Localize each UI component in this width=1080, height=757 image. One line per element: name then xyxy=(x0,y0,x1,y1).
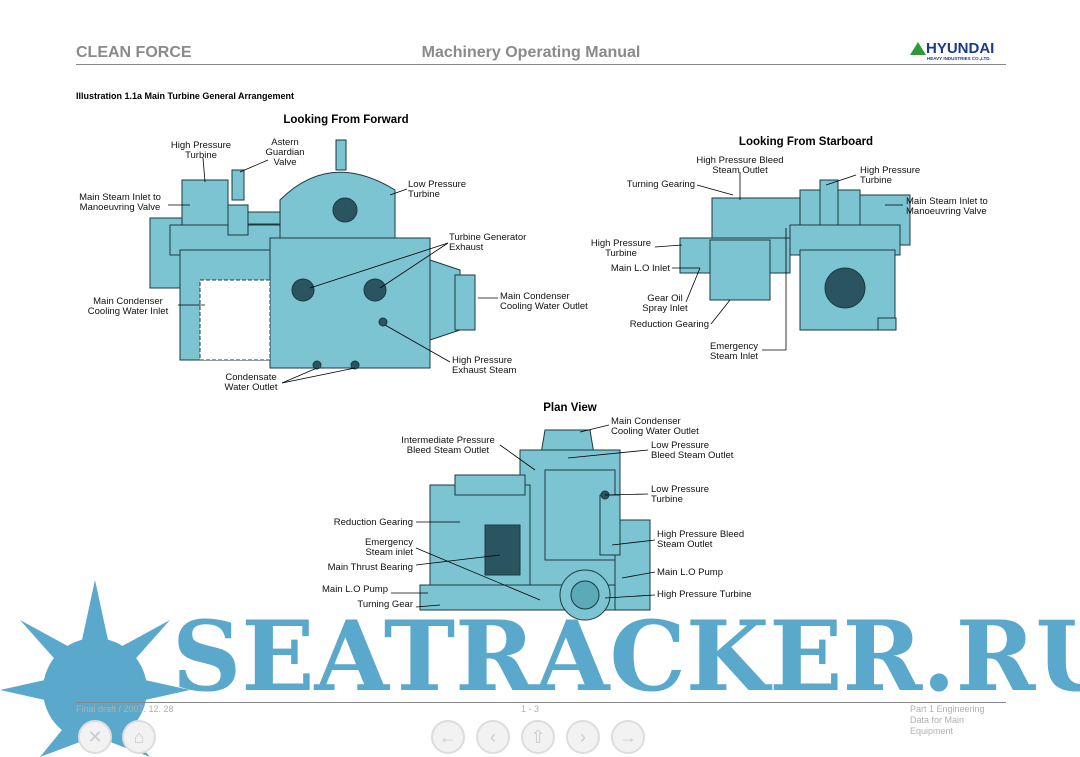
label-condenser-outlet: Main Condenser Cooling Water Outlet xyxy=(611,416,699,437)
label-emergency-steam-inlet: Emergency Steam Inlet xyxy=(709,341,759,362)
footer-page-number: 1 - 3 xyxy=(520,704,540,714)
label-hp-exhaust-steam: High Pressure Exhaust Steam xyxy=(452,355,517,376)
label-main-thrust-bearing: Main Thrust Bearing xyxy=(327,562,413,573)
label-reduction-gearing: Reduction Gearing xyxy=(629,319,709,330)
chevron-right-icon: › xyxy=(580,727,586,747)
footer-section: Part 1 Engineering Data for Main Equipme… xyxy=(910,704,985,736)
label-condenser-inlet: Main Condenser Cooling Water Inlet xyxy=(87,296,169,317)
label-hp-turbine: High Pressure Turbine xyxy=(657,589,752,600)
label-hp-turbine: High Pressure Turbine xyxy=(860,165,921,186)
plan-view-drawing xyxy=(419,429,651,621)
label-ip-bleed-steam: Intermediate Pressure Bleed Steam Outlet xyxy=(401,435,495,456)
label-condenser-outlet: Main Condenser Cooling Water Outlet xyxy=(500,291,588,312)
label-hp-bleed-steam: High Pressure Bleed Steam Outlet xyxy=(657,529,745,550)
label-main-lo-pump-right: Main L.O Pump xyxy=(657,567,723,578)
contents-button[interactable]: ⇧ xyxy=(521,720,555,754)
up-page-icon: ⇧ xyxy=(530,727,546,747)
header-left: CLEAN FORCE xyxy=(76,44,192,61)
arrow-left-icon: ← xyxy=(439,727,457,747)
chevron-left-icon: ‹ xyxy=(490,727,496,747)
footer-divider xyxy=(76,702,1006,703)
label-hp-bleed-steam: High Pressure Bleed Steam Outlet xyxy=(696,155,784,176)
label-astern-guardian-valve: Astern Guardian Valve xyxy=(265,137,305,168)
header-divider xyxy=(76,64,1006,65)
last-page-button[interactable]: → xyxy=(611,720,645,754)
forward-view-title: Looking From Forward xyxy=(283,114,409,126)
label-lp-turbine: Low Pressure Turbine xyxy=(651,484,710,505)
label-main-steam-inlet: Main Steam Inlet to Manoeuvring Valve xyxy=(906,196,988,217)
close-icon: ✕ xyxy=(87,727,103,747)
home-button[interactable]: ⌂ xyxy=(122,720,156,754)
label-condensate-outlet: Condensate Water Outlet xyxy=(224,372,278,393)
plan-view-title: Plan View xyxy=(543,402,597,414)
home-icon: ⌂ xyxy=(133,727,145,747)
label-turning-gearing: Turning Gearing xyxy=(626,179,695,190)
leader-lines xyxy=(168,157,903,608)
label-main-lo-inlet: Main L.O Inlet xyxy=(610,263,670,274)
logo-triangle-icon xyxy=(910,42,926,55)
header-title: Machinery Operating Manual xyxy=(421,44,641,61)
next-page-button[interactable]: › xyxy=(566,720,600,754)
footer-date: Final draft / 2007. 12. 28 xyxy=(76,704,174,714)
label-hp-turbine: High Pressure Turbine xyxy=(170,140,232,161)
close-button[interactable]: ✕ xyxy=(78,720,112,754)
first-page-button[interactable]: ← xyxy=(431,720,465,754)
forward-view-drawing xyxy=(149,139,476,370)
label-turbine-generator-exhaust: Turbine Generator Exhaust xyxy=(449,232,527,253)
label-emergency-steam-inlet: Emergency Steam inlet xyxy=(364,537,413,558)
label-hp-turbine-2: High Pressure Turbine xyxy=(590,238,652,259)
arrow-right-icon: → xyxy=(619,727,637,747)
starboard-view-title: Looking From Starboard xyxy=(738,136,874,148)
previous-page-button[interactable]: ‹ xyxy=(476,720,510,754)
label-turning-gear: Turning Gear xyxy=(357,599,413,610)
label-main-steam-inlet: Main Steam Inlet to Manoeuvring Valve xyxy=(79,192,161,213)
starboard-view-drawing xyxy=(679,179,911,331)
illustration-title: Illustration 1.1a Main Turbine General A… xyxy=(76,91,295,101)
label-gear-oil-spray: Gear Oil Spray Inlet xyxy=(642,293,688,314)
logo-subtext: HEAVY INDUSTRIES CO.,LTD. xyxy=(927,56,991,61)
logo-text: HYUNDAI xyxy=(926,40,995,57)
watermark-text: SEATRACKER.RU xyxy=(172,613,1080,701)
label-main-lo-pump-left: Main L.O Pump xyxy=(322,584,388,595)
label-lp-turbine: Low Pressure Turbine xyxy=(408,179,467,200)
label-lp-bleed-steam: Low Pressure Bleed Steam Outlet xyxy=(651,440,734,461)
label-reduction-gearing: Reduction Gearing xyxy=(333,517,413,528)
